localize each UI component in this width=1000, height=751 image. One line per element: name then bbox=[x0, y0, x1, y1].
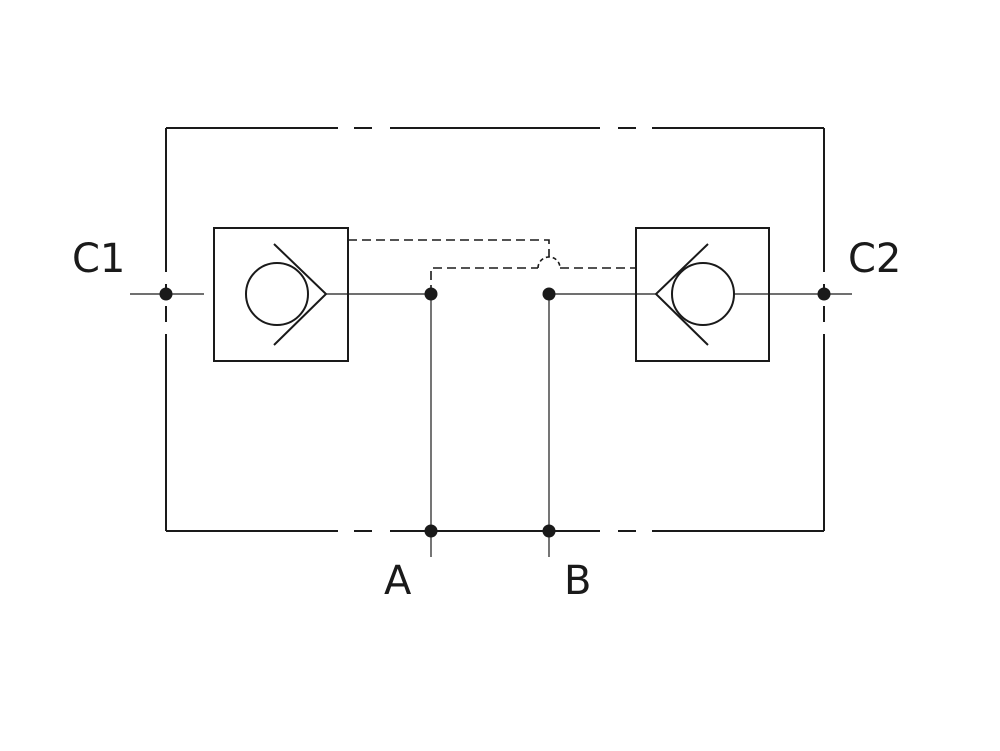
junction-dots bbox=[159, 287, 831, 538]
junction-dot-a-bottom bbox=[424, 524, 438, 538]
port-label-a: A bbox=[384, 558, 412, 604]
junction-dot-c1 bbox=[159, 287, 173, 301]
port-label-b: B bbox=[564, 558, 591, 604]
junction-dot-c2 bbox=[817, 287, 831, 301]
pilot-lines bbox=[348, 239, 636, 294]
junction-dot-a-top bbox=[424, 287, 438, 301]
enclosure-boundary bbox=[165, 127, 825, 532]
port-label-c1: C1 bbox=[72, 236, 125, 282]
junction-dot-b-bottom bbox=[542, 524, 556, 538]
junction-dot-b-top bbox=[542, 287, 556, 301]
working-lines bbox=[130, 293, 852, 557]
port-label-c2: C2 bbox=[848, 236, 901, 282]
